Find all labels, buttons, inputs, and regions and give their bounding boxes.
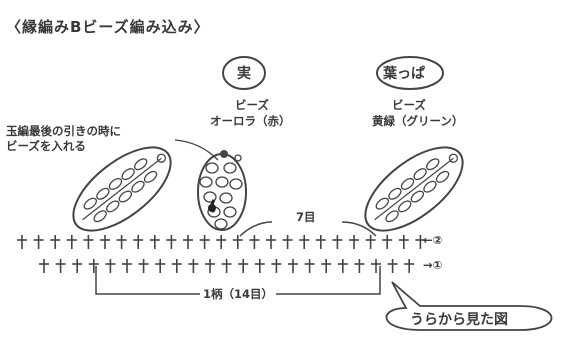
row-1-stitches [39,259,415,273]
fruit-shape [197,150,247,231]
fruit-bead-label: ビーズ [235,98,269,112]
seven-stitch-bracket [239,221,377,237]
leaf-bead-label: ビーズ [392,98,426,112]
row-2-marker: ←② [423,233,443,247]
left-leaf-shape [72,146,172,232]
note-line-1: 玉編最後の引きの時に [6,124,121,138]
row-2-stitches [17,235,426,249]
leaf-label-ellipse [376,56,444,90]
diagram-title: 〈縁編みBビーズ編み込み〉 [6,18,210,36]
back-view-label: うらから見た図 [410,312,508,328]
fruit-bead-color: オーロラ（赤） [210,114,291,128]
fruit-label: 実 [237,66,251,82]
fruit-label-ellipse [222,56,266,90]
seven-stitch-label: 7目 [296,210,316,224]
back-view-bubble [385,281,553,331]
note-leader-line [174,139,219,161]
note-line-2: ビーズを入れる [6,139,86,153]
row-1-marker: →① [423,258,443,272]
pattern-repeat-label: 1柄（14目） [200,287,277,302]
leaf-bead-color: 黄緑（グリーン） [372,114,464,128]
right-leaf-shape [364,146,464,232]
leaf-label: 葉っぱ [383,66,425,82]
